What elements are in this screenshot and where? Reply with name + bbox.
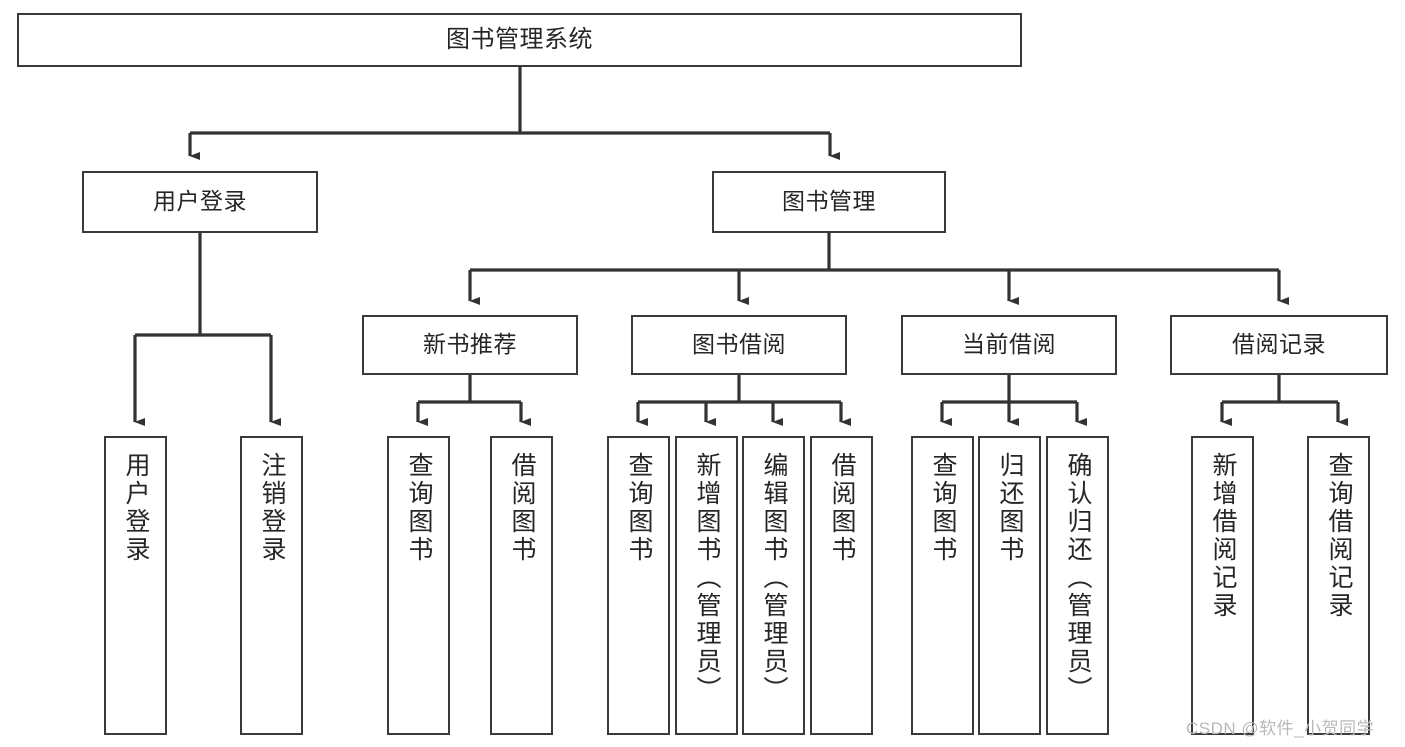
node-label: 用户登录 [153, 188, 247, 215]
node-label: 查询借阅记录 [1325, 452, 1353, 620]
node-label: 用户登录 [122, 452, 150, 564]
node-user-login[interactable]: 用户登录 [82, 171, 318, 233]
node-leaf-recommend-borrow-book[interactable]: 借阅图书 [490, 436, 553, 735]
node-label: 查询图书 [625, 452, 653, 564]
node-leaf-record-add-record[interactable]: 新增借阅记录 [1191, 436, 1254, 735]
node-leaf-current-query-book[interactable]: 查询图书 [911, 436, 974, 735]
node-label: 借阅图书 [508, 452, 536, 564]
node-leaf-borrow-edit-book-admin[interactable]: 编辑图书（管理员） [742, 436, 805, 735]
node-label: 查询图书 [405, 452, 433, 564]
node-book-borrow[interactable]: 图书借阅 [631, 315, 847, 375]
watermark-label: CSDN @软件_小贺同学 [1186, 719, 1375, 738]
node-label: 借阅图书 [828, 452, 856, 564]
node-current-borrow[interactable]: 当前借阅 [901, 315, 1117, 375]
node-leaf-current-confirm-return-admin[interactable]: 确认归还（管理员） [1046, 436, 1109, 735]
node-label: 图书管理系统 [446, 25, 593, 53]
node-leaf-record-query-record[interactable]: 查询借阅记录 [1307, 436, 1370, 735]
node-label: 借阅记录 [1232, 331, 1326, 358]
node-label: 当前借阅 [962, 331, 1056, 358]
node-leaf-borrow-add-book-admin[interactable]: 新增图书（管理员） [675, 436, 738, 735]
node-leaf-user-login[interactable]: 用户登录 [104, 436, 167, 735]
node-label: 注销登录 [258, 452, 286, 564]
node-label: 图书管理 [782, 188, 876, 215]
node-leaf-borrow-borrow-book[interactable]: 借阅图书 [810, 436, 873, 735]
node-borrow-record[interactable]: 借阅记录 [1170, 315, 1388, 375]
node-label: 新书推荐 [423, 331, 517, 358]
node-leaf-borrow-query-book[interactable]: 查询图书 [607, 436, 670, 735]
node-label: 确认归还（管理员） [1064, 452, 1092, 704]
node-leaf-current-return-book[interactable]: 归还图书 [978, 436, 1041, 735]
node-leaf-logout-login[interactable]: 注销登录 [240, 436, 303, 735]
node-label: 新增图书（管理员） [693, 452, 721, 704]
node-new-book-recommend[interactable]: 新书推荐 [362, 315, 578, 375]
node-leaf-recommend-query-book[interactable]: 查询图书 [387, 436, 450, 735]
node-label: 编辑图书（管理员） [760, 452, 788, 704]
node-root-book-management-system[interactable]: 图书管理系统 [17, 13, 1022, 67]
node-book-management[interactable]: 图书管理 [712, 171, 946, 233]
node-label: 查询图书 [929, 452, 957, 564]
node-label: 归还图书 [996, 452, 1024, 564]
node-label: 图书借阅 [692, 331, 786, 358]
node-label: 新增借阅记录 [1209, 452, 1237, 620]
